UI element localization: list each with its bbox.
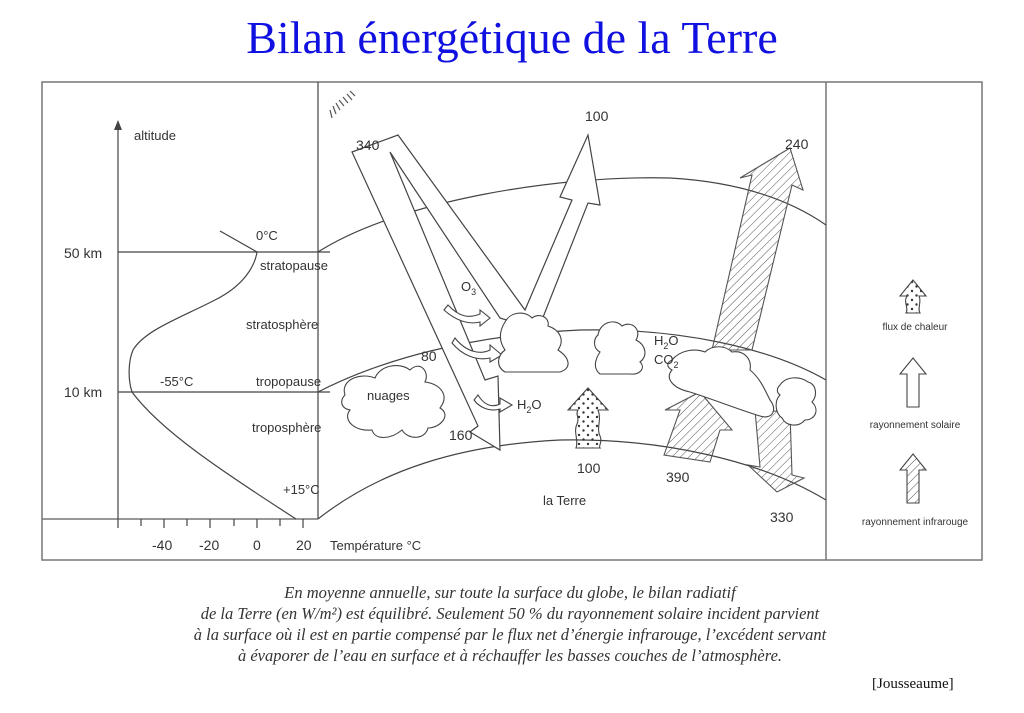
tick-label-20: 20 <box>296 537 312 553</box>
flow-atmosphere-80: 80 <box>421 348 437 364</box>
caption-line: à la surface où il est en partie compens… <box>193 625 827 644</box>
temperature-ticks <box>140 519 304 528</box>
cloud-right-big <box>667 346 775 418</box>
flow-reflected-100: 100 <box>585 108 609 124</box>
temperature-axis-label: Température °C <box>330 538 421 553</box>
source-citation: [Jousseaume] <box>872 676 954 692</box>
legend-infrared-icon <box>898 453 928 504</box>
altitude-50km: 50 km <box>64 245 102 261</box>
ozone-absorption-arrow <box>443 304 514 413</box>
clouds-label: nuages <box>367 388 410 403</box>
layer-stratopause: stratopause <box>260 258 328 273</box>
surface-ir-arrow <box>663 391 734 463</box>
temperature-profile <box>114 82 827 528</box>
figure-caption: En moyenne annuelle, sur toute la surfac… <box>140 582 880 666</box>
legend-heat-flux-label: flux de chaleur <box>882 322 948 333</box>
heat-flux-arrow <box>566 387 610 449</box>
temp-0c: 0°C <box>256 228 278 243</box>
legend-heat-flux-icon <box>898 279 928 314</box>
altitude-arrow-icon <box>114 120 122 130</box>
temp-minus55c: -55°C <box>160 374 193 389</box>
altitude-label: altitude <box>134 128 176 143</box>
flow-back-radiation-330: 330 <box>770 509 794 525</box>
layer-tropopause: tropopause <box>256 374 321 389</box>
caption-line: de la Terre (en W/m²) est équilibré. Seu… <box>200 604 820 623</box>
water-label-2: H2O <box>654 333 679 351</box>
diagram-frame <box>41 81 983 561</box>
tropopause-arc <box>317 329 827 393</box>
flow-surface-160: 160 <box>449 427 473 443</box>
cloud-nuages <box>341 365 446 439</box>
outgoing-ir-arrow <box>711 147 804 351</box>
altitude-10km: 10 km <box>64 384 102 400</box>
ozone-label: O3 <box>461 279 476 297</box>
legend-solar-icon <box>898 357 928 408</box>
co2-label: CO2 <box>654 352 679 370</box>
flow-heat-100: 100 <box>577 460 601 476</box>
temperature-curve <box>128 230 297 520</box>
caption-line: à évaporer de l’eau en surface et à réch… <box>237 646 783 665</box>
legend: flux de chaleur rayonnement solaire rayo… <box>862 279 969 528</box>
cloud-center-1 <box>498 312 569 373</box>
page-title: Bilan énergétique de la Terre <box>246 12 778 63</box>
clouds <box>341 312 817 439</box>
cloud-center-2 <box>593 321 646 375</box>
legend-infrared-label: rayonnement infrarouge <box>862 517 969 528</box>
earth-label: la Terre <box>543 493 586 508</box>
tick-label-0: 0 <box>253 537 261 553</box>
flow-incoming-340: 340 <box>356 137 380 153</box>
flow-surface-ir-390: 390 <box>666 469 690 485</box>
flow-outgoing-240: 240 <box>785 136 809 152</box>
layer-troposphere: troposphère <box>252 420 321 435</box>
tick-label-minus40: -40 <box>152 537 172 553</box>
caption-line: En moyenne annuelle, sur toute la surfac… <box>284 583 736 602</box>
layer-stratosphere: stratosphère <box>246 317 318 332</box>
sun-icon <box>329 90 356 119</box>
tick-label-minus20: -20 <box>199 537 219 553</box>
legend-solar-label: rayonnement solaire <box>870 420 961 431</box>
temp-plus15c: +15°C <box>283 482 320 497</box>
water-label: H2O <box>517 397 542 415</box>
cloud-right-small <box>775 377 817 426</box>
